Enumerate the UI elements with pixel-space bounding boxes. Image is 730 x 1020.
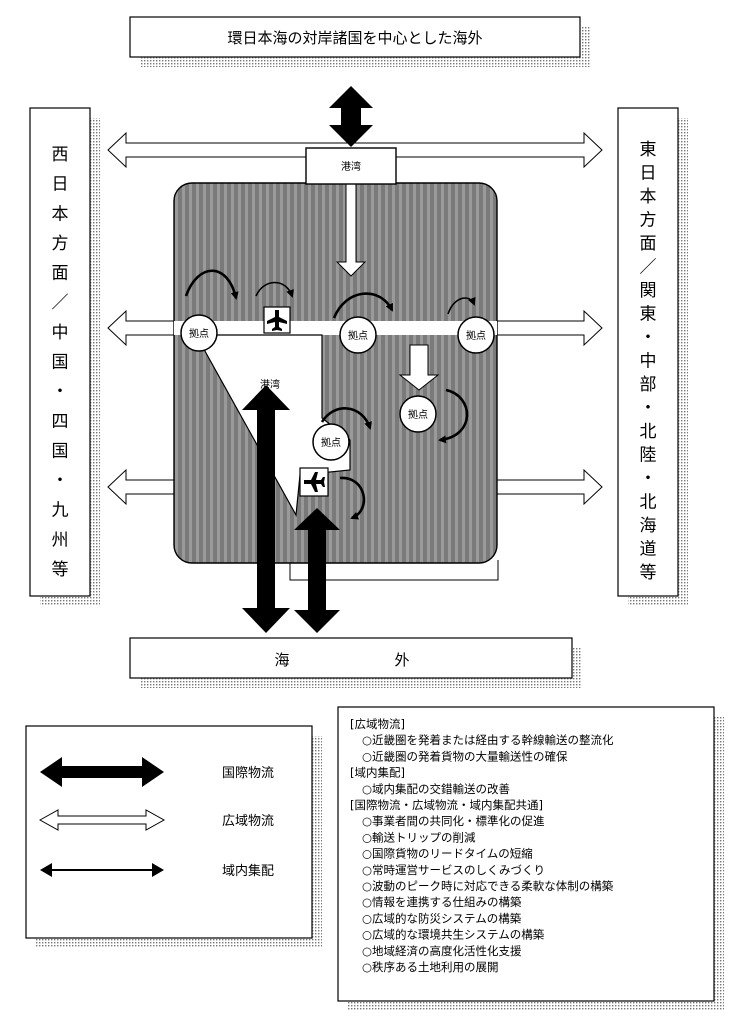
west-box-label: 西日本方面／中国・四国・九州等	[52, 145, 69, 580]
base-label: 拠点	[189, 327, 209, 340]
bottom-box-left: 海	[274, 651, 289, 669]
vertical-char: 陸	[640, 446, 657, 466]
notes-line: [域内集配]	[350, 766, 405, 780]
vertical-char: 北	[640, 422, 657, 442]
notes-box: [広域物流] ○近畿圏を発着または経由する幹線輸送の整流化 ○近畿圏の発着貨物の大量…	[337, 706, 715, 1002]
top-box-label: 環日本海の対岸諸国を中心とした海外	[227, 29, 482, 47]
port-top-label: 港湾	[341, 160, 361, 173]
base-label: 拠点	[408, 408, 428, 421]
vertical-char: 四	[52, 412, 69, 432]
vertical-char: 方	[52, 234, 69, 254]
notes-line: ○波動のピーク時に対応できる柔軟な体制の構築	[362, 879, 614, 893]
notes-line: ○近畿圏を発着または経由する幹線輸送の整流化	[362, 733, 614, 747]
notes-line: ○広域的な防災システムの構築	[362, 911, 522, 925]
vertical-char: 関	[640, 281, 657, 301]
vertical-char: ・	[640, 469, 657, 489]
bottom-box-right: 外	[394, 651, 409, 669]
vertical-char: 東	[640, 305, 657, 325]
vertical-char: 面	[640, 234, 657, 254]
notes-line: ○事業者間の共同化・標準化の促進	[362, 814, 545, 828]
airplane-icon	[299, 467, 329, 497]
vertical-char: 部	[640, 375, 657, 395]
intl-arrow-left	[242, 385, 290, 633]
vertical-char: 日	[52, 175, 69, 195]
base-5: 拠点	[312, 423, 350, 461]
base-label: 拠点	[466, 329, 486, 342]
regional-curved-arrows	[184, 269, 476, 520]
notes-line: ○域内集配の交錯輸送の改善	[362, 782, 510, 796]
legend-regional-label: 域内集配	[222, 863, 274, 879]
vertical-char: 方	[640, 211, 657, 231]
notes-line: ○広域的な環境共生システムの構築	[362, 928, 545, 942]
legend-wide-label: 広域物流	[222, 814, 274, 829]
vertical-char: 面	[52, 264, 69, 284]
notes-line: ○情報を連携する仕組みの構築	[362, 895, 522, 909]
vertical-char: ・	[640, 328, 657, 348]
vertical-char: 中	[52, 323, 69, 343]
vertical-char: 九	[52, 501, 69, 521]
vertical-char: 州	[52, 530, 69, 550]
down-arrow-top	[335, 181, 367, 277]
vertical-char: 道	[640, 540, 657, 560]
down-arrow-mid	[398, 344, 440, 391]
base-2: 拠点	[339, 316, 377, 354]
base-label: 拠点	[348, 329, 368, 342]
vertical-char: 本	[640, 187, 657, 207]
vertical-char: 東	[640, 140, 657, 160]
top-overseas-box: 環日本海の対岸諸国を中心とした海外	[129, 16, 581, 58]
base-3: 拠点	[457, 316, 495, 354]
bottom-overseas-box: 海 外	[129, 637, 573, 679]
vertical-char: 海	[640, 516, 657, 536]
vertical-char: 北	[640, 493, 657, 513]
notes-line: ○近畿圏の発着貨物の大量輸送性の確保	[362, 749, 568, 763]
notes-line: ○常時運営サービスのしくみづくり	[362, 863, 545, 877]
vertical-char: 西	[52, 145, 69, 165]
intl-arrow-top	[329, 86, 373, 147]
vertical-char: 国	[52, 441, 69, 461]
base-4: 拠点	[399, 395, 437, 433]
intl-arrow-right	[294, 508, 340, 633]
legend: 国際物流 広域物流 域内集配	[25, 725, 313, 939]
notes-line: ○輸送トリップの削減	[362, 830, 476, 844]
vertical-char: 日	[640, 164, 657, 184]
notes-line: ○国際貨物のリードタイムの短縮	[362, 847, 533, 861]
legend-wide-arrow	[38, 809, 166, 831]
vertical-char: ／	[52, 293, 69, 313]
vertical-char: 等	[52, 560, 69, 580]
vertical-char: ・	[640, 399, 657, 419]
vertical-char: 本	[52, 204, 69, 224]
vertical-char: 国	[52, 353, 69, 373]
vertical-char: 等	[640, 563, 657, 583]
vertical-char: ・	[52, 471, 69, 491]
vertical-char: ・	[52, 382, 69, 402]
west-region-box: 西日本方面／中国・四国・九州等	[29, 107, 91, 597]
base-label: 拠点	[321, 436, 341, 449]
east-region-box: 東日本方面／関東・中部・北陸・北海道等	[617, 107, 679, 597]
notes-line: ○地域経済の高度化活性化支援	[362, 944, 522, 958]
vertical-char: 中	[640, 352, 657, 372]
legend-intl-arrow	[40, 757, 164, 787]
east-box-label: 東日本方面／関東・中部・北陸・北海道等	[640, 140, 657, 583]
notes-line: [広域物流]	[350, 717, 405, 731]
airplane-icon	[263, 306, 291, 334]
base-1: 拠点	[180, 314, 218, 352]
legend-intl-label: 国際物流	[222, 766, 274, 781]
vertical-char: ／	[640, 258, 657, 278]
notes-line: [国際物流・広域物流・域内集配共通]	[350, 798, 543, 812]
notes-line: ○秩序ある土地利用の展開	[362, 960, 499, 974]
port-top-box: 港湾	[305, 147, 397, 185]
